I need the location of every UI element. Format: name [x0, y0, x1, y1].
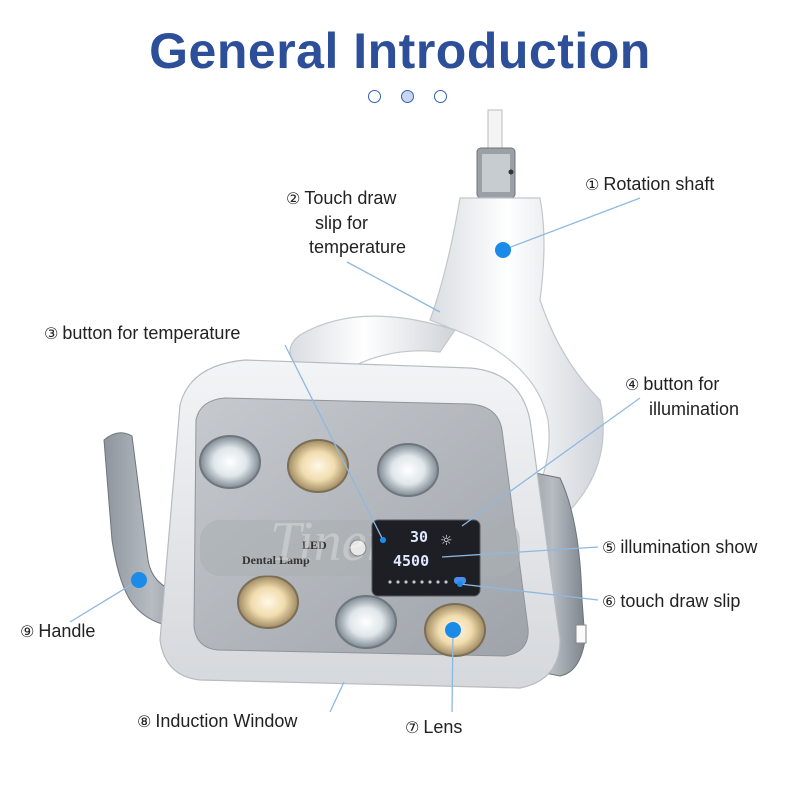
page-title: General Introduction [149, 23, 651, 79]
logo-line-1: LED [302, 538, 327, 552]
control-panel [371, 519, 481, 597]
pager-dot-1[interactable] [368, 90, 381, 103]
display-illumination: 4500 [393, 552, 429, 570]
svg-text:☼: ☼ [440, 533, 453, 549]
watermark: Tiner [270, 511, 388, 573]
display-temperature: 30 [410, 528, 428, 546]
callout-markers [131, 242, 511, 638]
pager-dot-3[interactable] [434, 90, 447, 103]
shaft-cable [487, 109, 503, 151]
pager-dots [368, 90, 458, 106]
pager-dot-2[interactable] [401, 90, 414, 103]
leader-lines [69, 197, 641, 713]
logo-line-2: Dental Lamp [242, 553, 310, 567]
